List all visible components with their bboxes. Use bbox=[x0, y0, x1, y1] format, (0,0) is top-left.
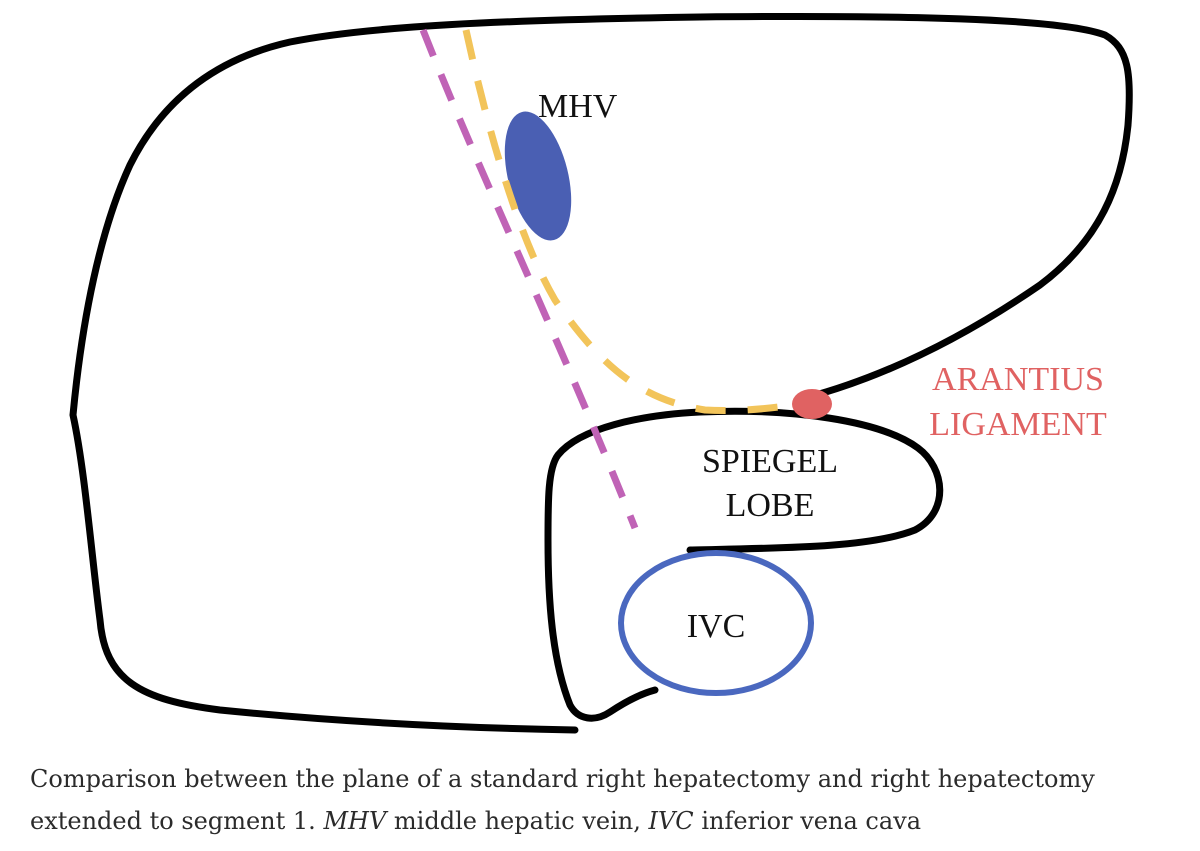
standard-hepatectomy-plane-line bbox=[419, 28, 639, 530]
arantius-ligament-label-line2: LIGAMENT bbox=[929, 406, 1107, 443]
liver-diagram: MHV SPIEGEL LOBE IVC ARANTIUS LIGAMENT bbox=[69, 12, 1133, 734]
ivc-ring bbox=[618, 550, 814, 696]
arantius-ligament-dot bbox=[792, 389, 832, 419]
extended-hepatectomy-plane-line bbox=[462, 29, 801, 415]
spiegel-lobe-label-line1: SPIEGEL bbox=[702, 443, 838, 480]
arantius-ligament-label-line1: ARANTIUS bbox=[932, 361, 1104, 398]
caption-abbr-ivc: IVC bbox=[648, 807, 694, 835]
mhv-label: MHV bbox=[538, 88, 618, 125]
caption-def-ivc: inferior vena cava bbox=[701, 807, 922, 835]
ivc-label: IVC bbox=[687, 608, 746, 645]
caption-abbr-mhv: MHV bbox=[323, 807, 387, 835]
caption-text: Comparison between the plane of a standa… bbox=[30, 765, 1095, 835]
mhv-ellipse bbox=[504, 111, 572, 241]
spiegel-lobe-outline bbox=[544, 407, 944, 722]
spiegel-lobe-label-line2: LOBE bbox=[726, 487, 815, 524]
liver-outline bbox=[69, 12, 1133, 734]
figure-caption: Comparison between the plane of a standa… bbox=[30, 758, 1170, 842]
caption-def-mhv: middle hepatic vein, bbox=[393, 807, 641, 835]
